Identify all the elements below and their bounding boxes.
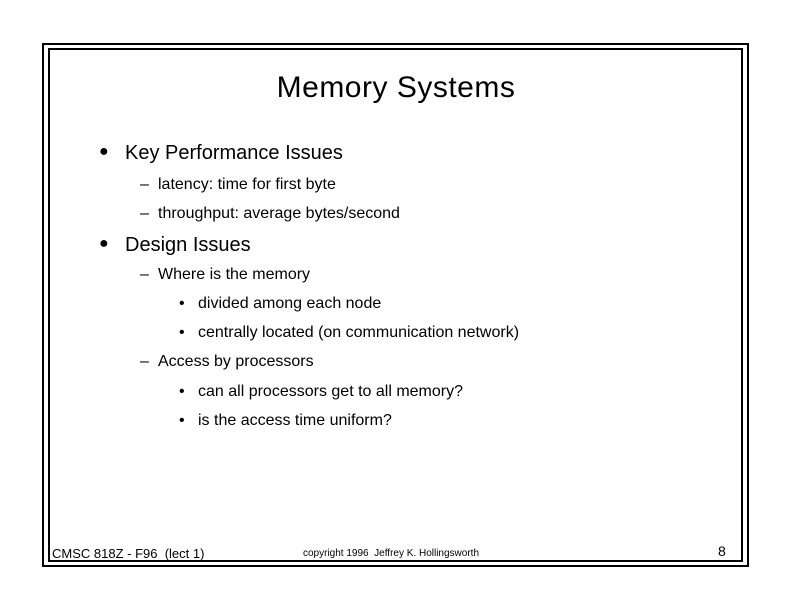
dash-bullet-icon: – xyxy=(140,353,149,370)
bullet-text: is the access time uniform? xyxy=(198,412,392,429)
bullet-text: Access by processors xyxy=(158,353,314,370)
bullet-text: divided among each node xyxy=(198,295,382,312)
bullet-row: – Where is the memory xyxy=(0,266,792,290)
dot-bullet-icon: • xyxy=(179,383,185,400)
dot-bullet-icon: • xyxy=(179,324,185,341)
bullet-row: • is the access time uniform? xyxy=(0,412,792,436)
bullet-row: • divided among each node xyxy=(0,295,792,319)
dash-bullet-icon: – xyxy=(140,266,149,283)
dot-bullet-icon: • xyxy=(179,412,185,429)
bullet-text: Design Issues xyxy=(125,234,251,256)
bullet-text: throughput: average bytes/second xyxy=(158,205,400,222)
bullet-row: ● Design Issues xyxy=(0,234,792,258)
footer-copyright-label: copyright 1996 Jeffrey K. Hollingsworth xyxy=(302,548,479,559)
bullet-row: ● Key Performance Issues xyxy=(0,142,792,166)
page-number: 8 xyxy=(718,543,726,559)
footer-course-label: CMSC 818Z - F96 (lect 1) xyxy=(52,546,205,561)
filled-circle-bullet-icon: ● xyxy=(99,143,109,160)
bullet-row: • can all processors get to all memory? xyxy=(0,383,792,407)
bullet-row: – throughput: average bytes/second xyxy=(0,205,792,229)
slide-title: Memory Systems xyxy=(276,71,516,104)
dash-bullet-icon: – xyxy=(140,205,149,222)
bullet-text: Key Performance Issues xyxy=(125,142,343,164)
bullet-text: latency: time for first byte xyxy=(158,176,336,193)
slide-outer-border xyxy=(42,43,749,567)
slide-inner-border xyxy=(48,48,743,562)
dash-bullet-icon: – xyxy=(140,176,149,193)
bullet-text: centrally located (on communication netw… xyxy=(198,324,520,341)
bullet-row: • centrally located (on communication ne… xyxy=(0,324,792,348)
bullet-row: – Access by processors xyxy=(0,353,792,377)
filled-circle-bullet-icon: ● xyxy=(99,235,109,252)
bullet-row: – latency: time for first byte xyxy=(0,176,792,200)
bullet-text: Where is the memory xyxy=(158,266,311,283)
dot-bullet-icon: • xyxy=(179,295,185,312)
bullet-text: can all processors get to all memory? xyxy=(198,383,463,400)
